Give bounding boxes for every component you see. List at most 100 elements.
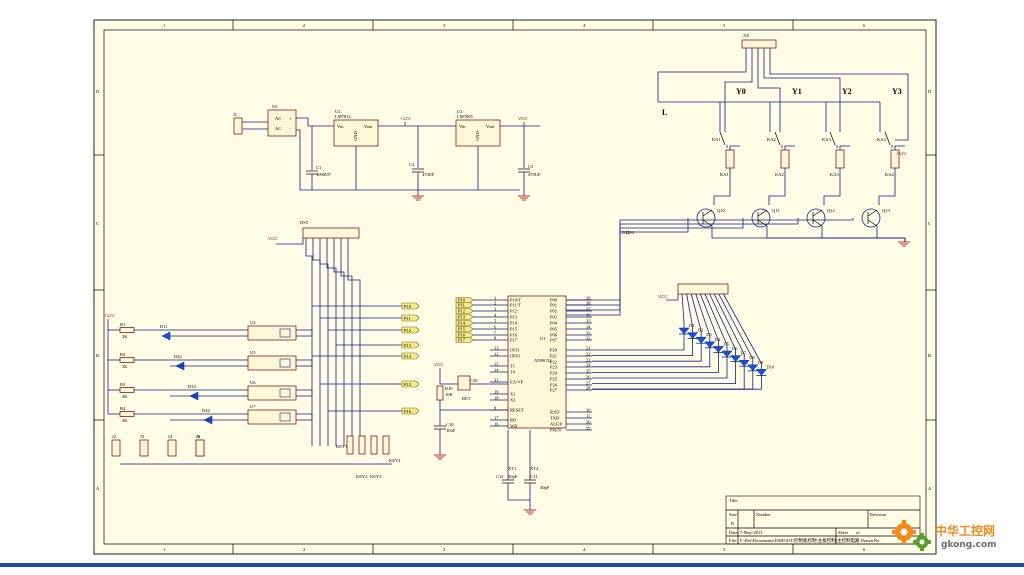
terminal-label-4: J5 — [196, 434, 201, 439]
input-resistor-ref-3: R3 — [120, 382, 126, 387]
input-header-ref: DS5 — [300, 220, 309, 225]
led-wire-8 — [713, 293, 745, 361]
mcu-right-num-5: 35 — [586, 319, 591, 324]
led-6 — [721, 350, 733, 358]
output-y0: Y0 — [736, 87, 746, 96]
led-label-10: D10 — [766, 364, 774, 369]
relay-output-stage: J10 Y0 Y1 Y2 Y3 L — [657, 33, 909, 141]
mcu-left-num-12: 14 — [494, 368, 499, 373]
frame-rows: D C B A D C B A — [94, 89, 936, 491]
row-d-right: D — [928, 89, 932, 94]
mcu-left-num-13: 31 — [494, 378, 499, 383]
led-10 — [755, 369, 767, 376]
mcu-part: AT89C52 — [534, 358, 552, 363]
u2-vout: Vout — [364, 124, 373, 129]
row-c-right: C — [928, 221, 931, 226]
mcu-left-num-18: 16 — [494, 422, 499, 427]
j1-label: J1 — [233, 112, 237, 117]
led-wire-4 — [695, 293, 711, 342]
u2-part: LM7812 — [335, 114, 351, 119]
transistor-collector-2 — [757, 209, 768, 217]
mcu-right-num-9: 21 — [586, 346, 591, 351]
led-2 — [687, 332, 699, 339]
power-supply: J1 U6 AC AC + - C1 1000UF U2 LM7812 Vin … — [233, 104, 541, 201]
mcu-at89c52: U1 AT89C52 — [507, 295, 567, 429]
led-4 — [704, 341, 716, 349]
optocoupler-label-3: U6 — [250, 380, 256, 385]
mcu-right-num-10: 22 — [586, 352, 591, 357]
relay-coil-label-3: KA3 — [830, 172, 839, 177]
bridge-pin-3: + — [289, 116, 292, 121]
mcu-left-pin-10: INT0 — [510, 354, 520, 359]
regulator-7805 — [455, 119, 501, 147]
mcu-netlabel-4 — [455, 314, 474, 320]
bridge-pin-1: AC — [275, 116, 281, 121]
led-5 — [712, 346, 724, 353]
c3-value: 470UF — [528, 172, 541, 177]
mcu-left-pin-16: RESET — [510, 408, 524, 413]
relay-coil-bottom-2 — [768, 168, 786, 205]
relay-coil-1 — [725, 149, 735, 169]
terminal-label-1: J2 — [112, 434, 116, 439]
optocoupler-label-1: U4 — [250, 320, 256, 325]
mcu-left-num-1: 1 — [494, 296, 496, 301]
reset-cap-small: C30 — [470, 378, 478, 383]
mcu-netlabel-text-1: P10 — [458, 298, 466, 303]
input-netlabel-text-1: P10 — [404, 304, 412, 309]
mcu-left-num-3: 3 — [494, 307, 497, 312]
mcu-right-num-4: 36 — [586, 313, 591, 318]
input-header — [302, 227, 360, 239]
input-netlabel-5 — [401, 352, 420, 360]
relay-coil-bottom-4 — [878, 168, 896, 205]
mcu-right-num-14: 26 — [586, 375, 591, 380]
relay-contact-switch-3 — [829, 131, 836, 146]
mcu-right-pin-17: RXD — [550, 410, 560, 415]
relay-contact-3: KA3 — [822, 137, 831, 142]
mcu-netlabel-7 — [455, 332, 474, 338]
mcu-right-num-11: 23 — [586, 358, 591, 363]
terminal-label-3: J4 — [168, 434, 173, 439]
transistor-ground-wire-4 — [876, 226, 906, 242]
row-b-right: B — [928, 353, 931, 358]
mcu-left-num-9: 13 — [494, 346, 499, 351]
mcu-right-pin-2: P01 — [550, 303, 557, 308]
input-resistor-val-3: 3K — [122, 394, 128, 399]
reset-sw: RET — [462, 396, 471, 401]
key-switch-3 — [370, 435, 378, 455]
mcu-netlabel-text-4: P13 — [458, 315, 466, 320]
transistor-collector-1 — [702, 209, 713, 217]
terminal-1 — [111, 439, 121, 457]
row-c-left: C — [96, 221, 99, 226]
mcu-left-num-17: 17 — [494, 416, 499, 421]
led-wire-6 — [704, 293, 728, 351]
optocoupler-label-2: U5 — [250, 350, 256, 355]
mcu-left-num-2: 2 — [494, 301, 496, 306]
led-label-2: D2 — [698, 328, 704, 333]
col-1-bottom: 1 — [163, 547, 165, 552]
mcu-left-pin-15: X2 — [510, 398, 516, 403]
relay-contact-switch-1 — [719, 131, 726, 146]
transistor-collector-3 — [812, 209, 823, 217]
input-diode-label-4: D44 — [202, 408, 210, 413]
led-drive-wire-6 — [592, 357, 728, 379]
col-6-top: 6 — [863, 23, 866, 28]
tb-file-label: File: — [729, 538, 737, 543]
mcu-right-pin-12: P23 — [550, 365, 558, 370]
led-wire-10 — [723, 293, 762, 370]
mcu-netlabel-5 — [455, 320, 474, 326]
ground-symbol-vcc — [518, 195, 530, 201]
reset-r-val: 10K — [445, 392, 454, 397]
optocoupler-transistor-2 — [279, 358, 291, 368]
mcu-left-num-6: 6 — [494, 325, 497, 330]
mcu-right-pin-18: TXD — [550, 416, 560, 421]
header-pin-wire-5 — [333, 238, 345, 446]
led-wire-7 — [709, 293, 736, 356]
mcu-pins: P10/T1P11/T2P123P134P145P156P167P178INT1… — [455, 296, 592, 433]
input-netlabel-text-6: P15 — [404, 382, 412, 387]
reset-resistor — [436, 385, 444, 401]
mcu-right-num-1: 39 — [586, 296, 591, 301]
key-label-3: KEY3 — [370, 474, 382, 479]
mcu-left-pin-6: P15 — [510, 327, 518, 332]
input-header-vcc: VCC — [268, 236, 278, 241]
mcu-left-pin-13: EA/VP — [510, 380, 523, 385]
